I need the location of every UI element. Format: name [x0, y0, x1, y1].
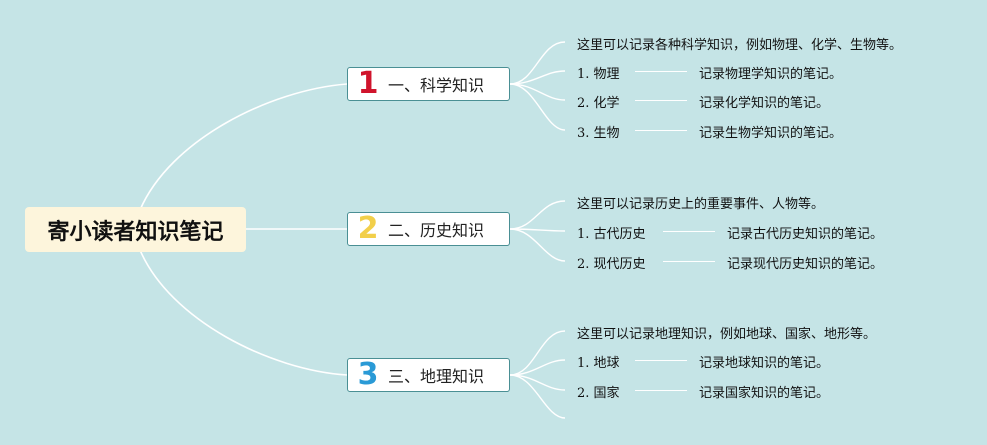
branch-label: 三、地理知识	[388, 367, 485, 386]
connector-b3-item1	[509, 359, 566, 376]
root-title: 寄小读者知识笔记	[47, 219, 224, 245]
connector-b2-item2	[509, 228, 566, 262]
root-node[interactable]: 寄小读者知识笔记	[25, 207, 246, 252]
leaf-item-note[interactable]: 记录地球知识的笔记。	[699, 356, 830, 371]
leaf-item-note[interactable]: 记录国家知识的笔记。	[699, 386, 830, 401]
leaf-dash	[663, 261, 715, 262]
branch-number-3: 3	[357, 357, 379, 392]
connector-b3-desc	[509, 330, 566, 376]
branch-node-history[interactable]: 2 二、历史知识	[347, 212, 510, 246]
branch-label: 一、科学知识	[388, 76, 485, 95]
leaf-item-note[interactable]: 记录化学知识的笔记。	[699, 96, 830, 111]
leaf-dash	[635, 390, 687, 391]
leaf-item-name[interactable]: 1. 地球	[577, 356, 620, 371]
leaf-dash	[635, 100, 687, 101]
leaf-item-note[interactable]: 记录生物学知识的笔记。	[699, 126, 843, 141]
leaf-description[interactable]: 这里可以记录地理知识，例如地球、国家、地形等。	[577, 327, 877, 342]
branch-node-science[interactable]: 1 一、科学知识	[347, 67, 510, 101]
branch-node-geography[interactable]: 3 三、地理知识	[347, 358, 510, 392]
branch-number-1: 1	[357, 66, 379, 101]
connector-b1-item3	[509, 83, 566, 131]
leaf-item-name[interactable]: 1. 物理	[577, 67, 620, 82]
leaf-item-note[interactable]: 记录古代历史知识的笔记。	[727, 227, 884, 242]
leaf-dash	[663, 231, 715, 232]
leaf-item-name[interactable]: 2. 国家	[577, 386, 620, 401]
connector-b3-extra	[509, 374, 566, 419]
leaf-item-name[interactable]: 2. 现代历史	[577, 257, 646, 272]
connector-root-branch1	[139, 83, 348, 211]
leaf-item-name[interactable]: 3. 生物	[577, 126, 620, 141]
leaf-description[interactable]: 这里可以记录历史上的重要事件、人物等。	[577, 197, 825, 212]
connector-root-branch3	[139, 249, 348, 376]
leaf-dash	[635, 71, 687, 72]
leaf-item-note[interactable]: 记录现代历史知识的笔记。	[727, 257, 884, 272]
leaf-item-name[interactable]: 2. 化学	[577, 96, 620, 111]
branch-number-2: 2	[357, 211, 379, 246]
branch-label: 二、历史知识	[388, 221, 485, 240]
leaf-dash	[635, 130, 687, 131]
leaf-description[interactable]: 这里可以记录各种科学知识，例如物理、化学、生物等。	[577, 38, 903, 53]
leaf-dash	[635, 360, 687, 361]
leaf-item-note[interactable]: 记录物理学知识的笔记。	[699, 67, 843, 82]
leaf-item-name[interactable]: 1. 古代历史	[577, 227, 646, 242]
connector-b1-desc	[509, 41, 566, 85]
connector-b2-desc	[509, 200, 566, 230]
